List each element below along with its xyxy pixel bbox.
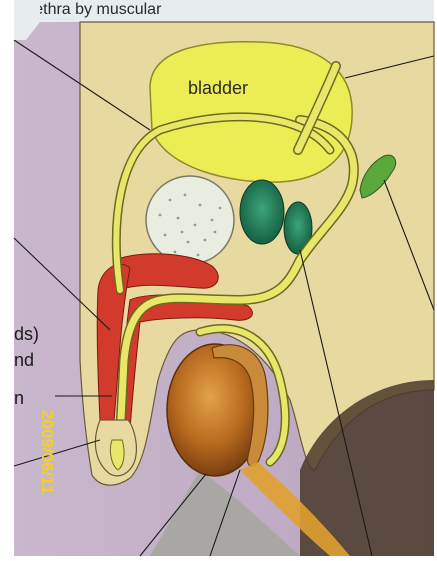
- ureter-tube-fill: [294, 62, 340, 154]
- vas-to-testis-fill: [197, 325, 289, 465]
- small-green-gland: [359, 154, 397, 199]
- vas-deferens-tube-fill: [114, 116, 358, 474]
- spermatic-cord: [240, 462, 350, 556]
- prostate-left: [239, 179, 285, 245]
- dark-region: [300, 380, 434, 556]
- bladder-label: bladder: [188, 78, 248, 98]
- label-lines: [13, 39, 435, 557]
- left-fragment-1: ds): [14, 324, 39, 344]
- poster-top-band: [14, 0, 434, 22]
- left-fragment-3: n: [14, 388, 24, 408]
- glans-tip: [109, 439, 125, 471]
- prostate-right: [283, 201, 313, 255]
- left-fragment-2: nd: [14, 350, 34, 370]
- corner-notch: [14, 0, 40, 40]
- date-stamp: 2009/06/11: [38, 410, 57, 494]
- dotted-gland-texture: [158, 193, 222, 257]
- dotted-gland: [145, 175, 235, 265]
- bladder-shape: [149, 41, 353, 183]
- erectile-tissue-upper: [114, 253, 219, 291]
- heading-fragment: urethra by muscular: [20, 1, 162, 18]
- vas-deferens-loop-fill: [113, 113, 333, 293]
